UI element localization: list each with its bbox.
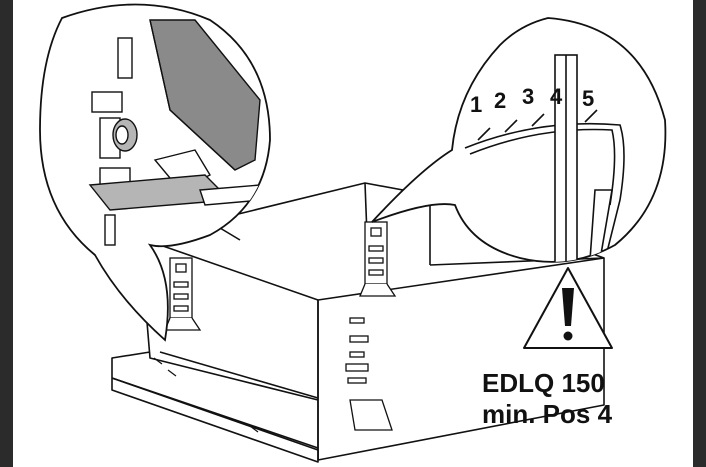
warning-icon	[523, 267, 613, 349]
scale-label-4: 4	[550, 84, 563, 109]
left-detail-bubble	[39, 3, 271, 342]
scale-label-3: 3	[522, 84, 534, 109]
front-panel-slots	[345, 317, 393, 431]
drawer-box	[111, 182, 605, 463]
scale-label-2: 2	[494, 88, 506, 113]
left-bracket	[164, 257, 202, 331]
scale-label-1: 1	[470, 92, 482, 117]
scale-label-5: 5	[582, 86, 594, 111]
warning-line-2: min. Pos 4	[482, 399, 613, 429]
warning-line-1: EDLQ 150	[482, 368, 605, 398]
floor-marks	[153, 357, 259, 433]
center-bracket	[359, 221, 397, 297]
